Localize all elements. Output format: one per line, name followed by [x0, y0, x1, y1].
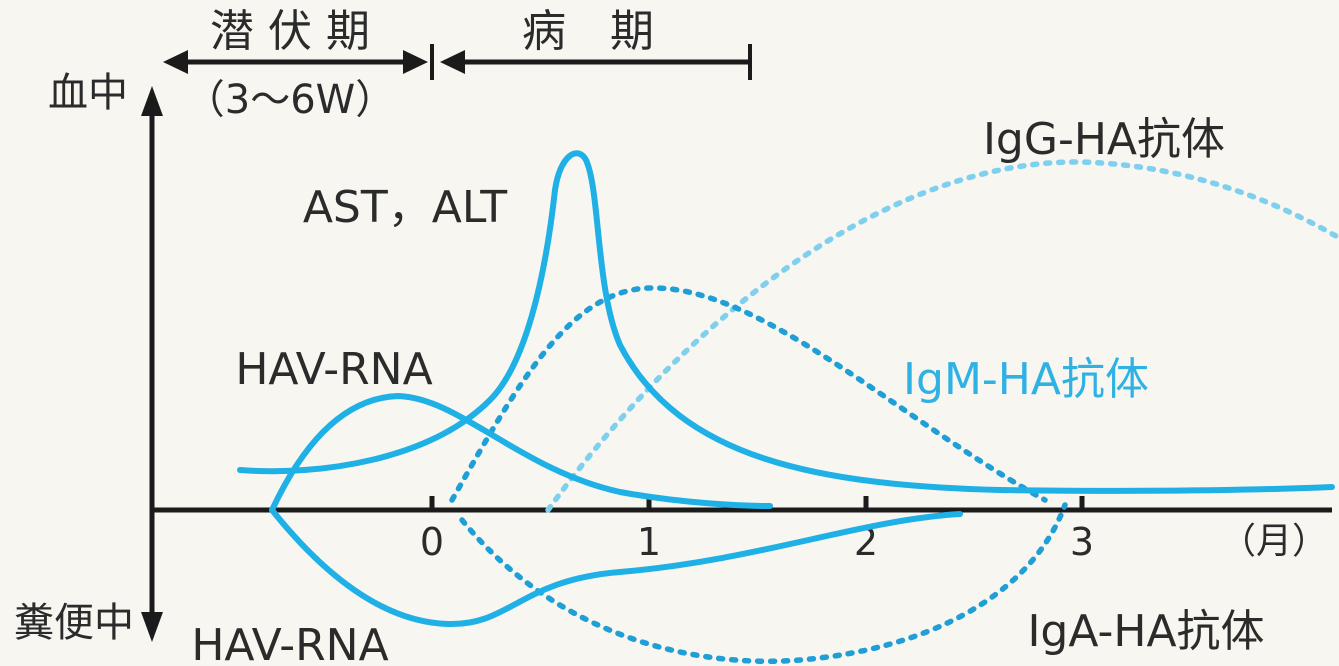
illness-period-arrow	[430, 44, 752, 80]
incubation-duration-label: （3〜6W）	[185, 77, 395, 123]
y-axis-top-label: 血中	[48, 70, 128, 116]
iga-antibody-curve	[459, 502, 1068, 665]
x-axis-unit-label: （月）	[1220, 521, 1328, 562]
igg-antibody-curve	[545, 159, 1339, 513]
igg-antibody-label: IgG-HA抗体	[983, 114, 1225, 165]
y-axis	[141, 86, 163, 642]
incubation-period-arrow	[163, 50, 428, 74]
ast-alt-label: AST，ALT	[303, 182, 507, 233]
ast-alt-curve	[237, 150, 1335, 494]
hav-rna-stool-curve	[269, 507, 963, 628]
hav-rna-blood-curve	[269, 392, 773, 513]
x-tick-label-3: 3	[1070, 520, 1094, 564]
igm-antibody-label: IgM-HA抗体	[903, 354, 1149, 405]
incubation-period-label: 潜 伏 期	[210, 6, 370, 57]
x-tick-label-1: 1	[637, 520, 661, 564]
illness-period-label: 病 期	[522, 6, 654, 57]
hav-rna-stool-label: HAV-RNA	[191, 620, 388, 666]
y-axis-bottom-label: 糞便中	[14, 600, 134, 646]
igm-antibody-curve	[449, 285, 1048, 503]
x-tick-label-0: 0	[420, 520, 444, 564]
hav-rna-blood-label: HAV-RNA	[235, 344, 432, 395]
iga-antibody-label: IgA-HA抗体	[1027, 606, 1264, 657]
